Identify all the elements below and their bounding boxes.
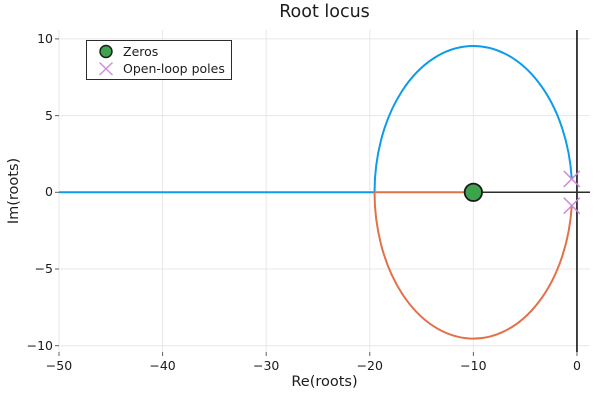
legend-item-zeros: Zeros	[96, 43, 227, 60]
legend: Zeros Open-loop poles	[86, 40, 232, 80]
zero-marker	[463, 182, 483, 202]
legend-item-open-loop-poles: Open-loop poles	[96, 60, 227, 77]
locus-branch-2	[373, 191, 573, 340]
y-tick-label: 10	[37, 30, 53, 46]
locus-branch-1	[59, 45, 573, 194]
pole-marker	[563, 197, 581, 215]
zero-legend-marker-icon	[99, 44, 113, 59]
pole-legend-marker-icon	[98, 61, 114, 76]
x-tick-label: −50	[45, 358, 73, 373]
y-tick-label: −5	[34, 261, 53, 276]
x-tick-label: 0	[572, 358, 581, 373]
legend-label-zeros: Zeros	[123, 43, 159, 59]
x-tick-label: −40	[149, 358, 176, 373]
x-axis-label: Re(roots)	[291, 374, 358, 390]
legend-label-poles: Open-loop poles	[123, 60, 225, 76]
y-tick-label: 0	[45, 184, 53, 200]
x-tick-label: −10	[460, 358, 487, 373]
plot-title: Root locus	[279, 2, 370, 22]
y-tick-label: 5	[45, 107, 53, 123]
x-tick-label: −20	[356, 358, 383, 373]
pole-marker	[563, 170, 581, 188]
y-tick-label: −10	[26, 337, 53, 353]
x-tick-label: −30	[252, 358, 280, 373]
